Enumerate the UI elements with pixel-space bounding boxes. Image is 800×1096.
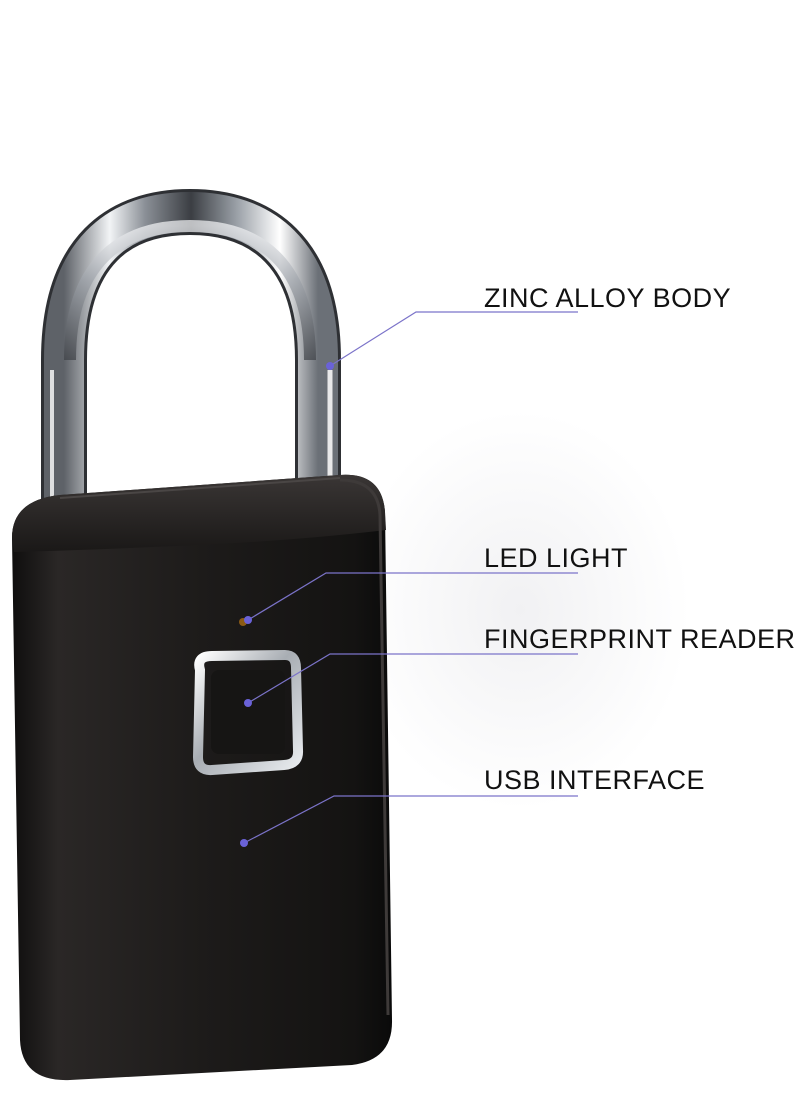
callout-dot-fingerprint <box>244 699 252 707</box>
callout-line-usb <box>243 795 578 844</box>
callout-label-led: LED LIGHT <box>484 543 629 573</box>
callout-line-fingerprint <box>247 653 578 704</box>
background-glow <box>350 410 690 810</box>
callout-dots <box>240 362 334 847</box>
callout-line-body <box>329 311 578 367</box>
callout-label-usb: USB INTERFACE <box>484 765 706 795</box>
callout-dot-led <box>244 616 252 624</box>
callout-lines <box>243 311 578 844</box>
callout-dot-body <box>326 362 334 370</box>
callout-dot-usb <box>240 839 248 847</box>
fingerprint-sensor <box>192 649 304 776</box>
callout-label-body: ZINC ALLOY BODY <box>484 283 732 313</box>
callout-line-led <box>247 572 578 621</box>
shackle <box>41 188 341 520</box>
lock-body <box>12 474 393 1081</box>
callout-label-fingerprint: FINGERPRINT READER <box>484 624 796 654</box>
